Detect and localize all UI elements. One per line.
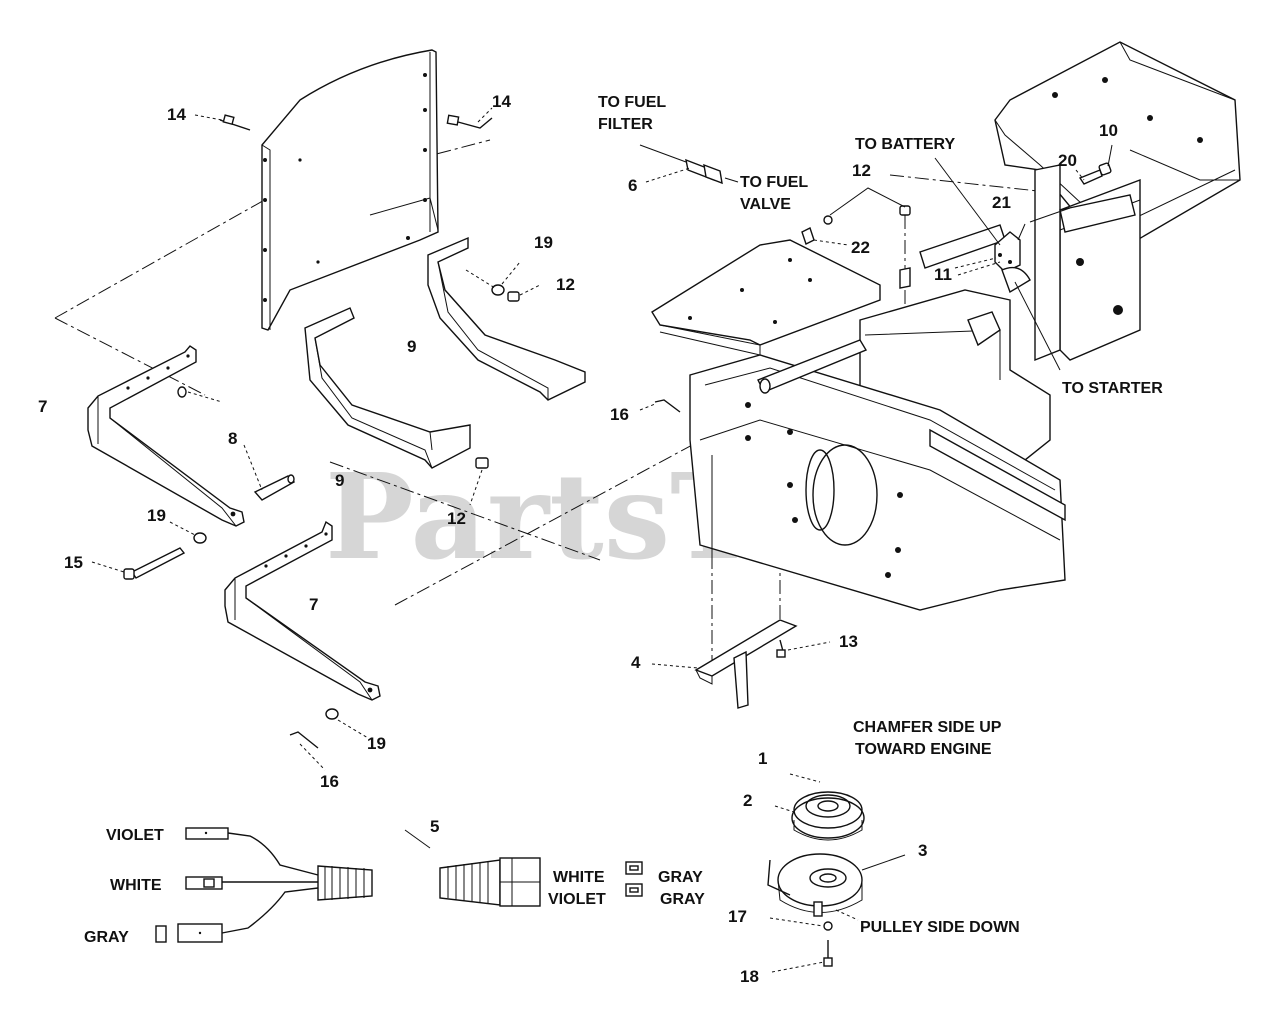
callout-15: 15 xyxy=(64,553,83,572)
bracket-4 xyxy=(651,619,798,709)
callouts: 14 14 19 12 9 7 8 9 12 19 15 7 19 16 6 1… xyxy=(38,92,1118,986)
screw-13 xyxy=(776,639,831,658)
bolt-14-left xyxy=(194,114,251,131)
note-to-fuel-filter-line1: TO FUEL xyxy=(598,94,666,111)
callout-14-right: 14 xyxy=(492,92,511,111)
wire-leaders xyxy=(934,157,1071,371)
arm-7-upper xyxy=(87,345,245,527)
callout-1: 1 xyxy=(758,749,767,768)
note-chamfer-line2: TOWARD ENGINE xyxy=(855,741,992,758)
callout-19-left: 19 xyxy=(147,506,166,525)
callout-14-left: 14 xyxy=(167,105,186,124)
bracket-9-lower xyxy=(304,307,471,469)
bracket-9-upper xyxy=(427,236,586,401)
note-to-battery: TO BATTERY xyxy=(855,136,955,153)
arm-7-lower xyxy=(224,520,381,701)
main-frame xyxy=(651,41,1241,611)
callout-13: 13 xyxy=(839,632,858,651)
callout-22: 22 xyxy=(851,238,870,257)
fuel-line-6 xyxy=(639,144,739,185)
callout-5: 5 xyxy=(430,817,439,836)
callout-16-middle: 16 xyxy=(610,405,629,424)
callout-19-bottom: 19 xyxy=(367,734,386,753)
wire-label-gray: GRAY xyxy=(84,929,129,946)
washer-19-bottom xyxy=(325,708,369,739)
callout-8: 8 xyxy=(228,429,237,448)
wire-label-violet: VIOLET xyxy=(106,827,164,844)
callout-19-upper: 19 xyxy=(534,233,553,252)
note-to-fuel-valve-line1: TO FUEL xyxy=(740,174,808,191)
wire-label-white: WHITE xyxy=(110,877,162,894)
bolt-18 xyxy=(771,940,833,973)
callout-7-upper: 7 xyxy=(38,397,47,416)
callout-21: 21 xyxy=(992,193,1011,212)
callout-7-lower: 7 xyxy=(309,595,318,614)
callout-4: 4 xyxy=(631,653,641,672)
solenoid-11 xyxy=(954,223,1031,294)
callout-20: 20 xyxy=(1058,151,1077,170)
connector-label-violet: VIOLET xyxy=(548,891,606,908)
washer-nut-group-upper xyxy=(465,261,541,302)
note-chamfer-line1: CHAMFER SIDE UP xyxy=(853,719,1002,736)
washer-19-left xyxy=(169,521,207,544)
side-panel-part xyxy=(261,49,439,331)
clip-16-middle xyxy=(639,399,681,413)
note-pulley-side-down: PULLEY SIDE DOWN xyxy=(860,919,1020,936)
callout-18: 18 xyxy=(740,967,759,986)
pin-8 xyxy=(243,444,296,501)
clutch-3 xyxy=(767,853,906,921)
bolt-15 xyxy=(91,547,186,580)
note-to-fuel-filter-line2: FILTER xyxy=(598,116,653,133)
notes: TO FUEL FILTER TO FUEL VALVE TO BATTERY … xyxy=(598,94,1163,936)
washer-17 xyxy=(769,917,833,931)
connector-label-gray-2: GRAY xyxy=(660,891,705,908)
callout-9-lower: 9 xyxy=(335,471,344,490)
clip-16-bottom xyxy=(289,731,326,771)
callout-2: 2 xyxy=(743,791,752,810)
wire-labels: VIOLET WHITE GRAY WHITE VIOLET GRAY GRAY xyxy=(84,827,705,946)
note-to-starter: TO STARTER xyxy=(1062,380,1163,397)
screw-10-20 xyxy=(1075,144,1113,185)
clip-22 xyxy=(801,187,911,289)
callout-12-top: 12 xyxy=(852,161,871,180)
note-to-fuel-valve-line2: VALVE xyxy=(740,196,791,213)
callout-10: 10 xyxy=(1099,121,1118,140)
callout-16-bottom: 16 xyxy=(320,772,339,791)
bolt-14-right xyxy=(446,107,493,129)
wire-harness-5 xyxy=(155,827,643,943)
callout-12-upper: 12 xyxy=(556,275,575,294)
callout-6: 6 xyxy=(628,176,637,195)
callout-3: 3 xyxy=(918,841,927,860)
connector-label-gray-1: GRAY xyxy=(658,869,703,886)
nut-12-lower xyxy=(469,457,489,506)
callout-12-lower: 12 xyxy=(447,509,466,528)
callout-9-upper: 9 xyxy=(407,337,416,356)
callout-11: 11 xyxy=(934,265,952,284)
callout-17: 17 xyxy=(728,907,747,926)
pulley-2 xyxy=(774,773,865,841)
connector-label-white: WHITE xyxy=(553,869,605,886)
